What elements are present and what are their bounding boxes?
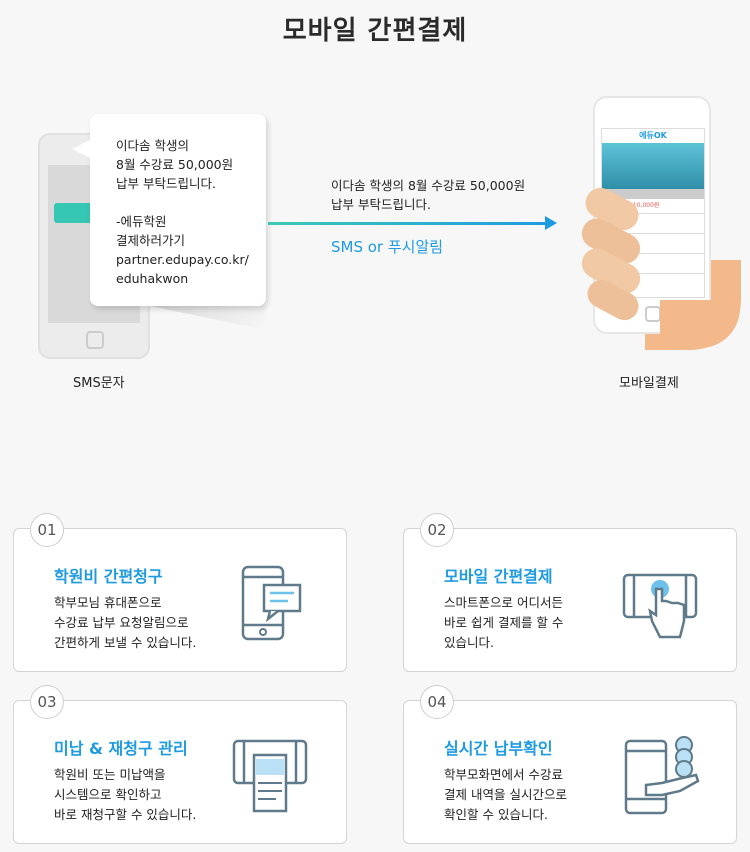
card-description: 스마트폰으로 어디서든 바로 쉽게 결제를 할 수 있습니다.: [444, 595, 564, 650]
feature-card-02: 02 모바일 간편결제 스마트폰으로 어디서든 바로 쉽게 결제를 할 수 있습…: [403, 513, 737, 672]
message-tab-icon: [54, 203, 94, 223]
app-banner: [602, 143, 704, 189]
card-title: 미납 & 재청구 관리: [54, 739, 188, 758]
feature-card-04: 04 실시간 납부확인 학부모화면에서 수강료 결제 내역을 실시간으로 확인할…: [403, 685, 737, 844]
card-number: 04: [420, 685, 454, 719]
feature-card-01: 01 학원비 간편청구 학부모님 휴대폰으로 수강료 납부 요청알림으로 간편하…: [13, 513, 347, 672]
sms-bubble: 이다솜 학생의 8월 수강료 50,000원 납부 부탁드립니다. -에듀학원 …: [72, 114, 266, 306]
channel-label: SMS or 푸시알림: [331, 238, 444, 256]
coin-hand-phone-icon: [624, 736, 700, 815]
list-item: [602, 213, 704, 233]
card-number: 02: [420, 513, 454, 547]
touch-phone-icon: [622, 573, 698, 639]
arrow-message: 이다솜 학생의 8월 수강료 50,000원 납부 부탁드립니다.: [331, 178, 526, 212]
home-button-icon: [645, 306, 661, 322]
arrow-line: [268, 222, 548, 225]
card-title: 학원비 간편청구: [54, 567, 163, 586]
bubble-shadow: [150, 306, 266, 330]
card-title: 실시간 납부확인: [444, 739, 553, 758]
page-title: 모바일 간편결제: [282, 16, 468, 46]
card-description: 학부모님 휴대폰으로 수강료 납부 요청알림으로 간편하게 보낼 수 있습니다.: [54, 595, 197, 650]
mobile-label: 모바일결제: [619, 376, 679, 391]
phone-message-icon: [241, 565, 302, 641]
card-number: 01: [30, 513, 64, 547]
list-item: [602, 253, 704, 273]
app-tab-bar: [602, 189, 704, 199]
list-item: [602, 273, 704, 293]
sms-message-text: 이다솜 학생의 8월 수강료 50,000원 납부 부탁드립니다. -에듀학원 …: [116, 138, 249, 286]
arrow-head-icon: [545, 216, 557, 230]
sms-label: SMS문자: [73, 376, 125, 391]
feature-card-03: 03 미납 & 재청구 관리 학원비 또는 미납액을 시스템으로 확인하고 바로…: [13, 685, 347, 844]
card-description: 학원비 또는 미납액을 시스템으로 확인하고 바로 재청구할 수 있습니다.: [54, 767, 197, 822]
card-title: 모바일 간편결제: [444, 567, 553, 586]
home-button-icon: [86, 331, 104, 349]
receipt-phone-icon: [232, 739, 308, 813]
app-logo: 에듀OK: [639, 131, 667, 140]
card-number: 03: [30, 685, 64, 719]
card-description: 학부모화면에서 수강료 결제 내역을 실시간으로 확인할 수 있습니다.: [444, 767, 567, 822]
list-item: [602, 233, 704, 253]
